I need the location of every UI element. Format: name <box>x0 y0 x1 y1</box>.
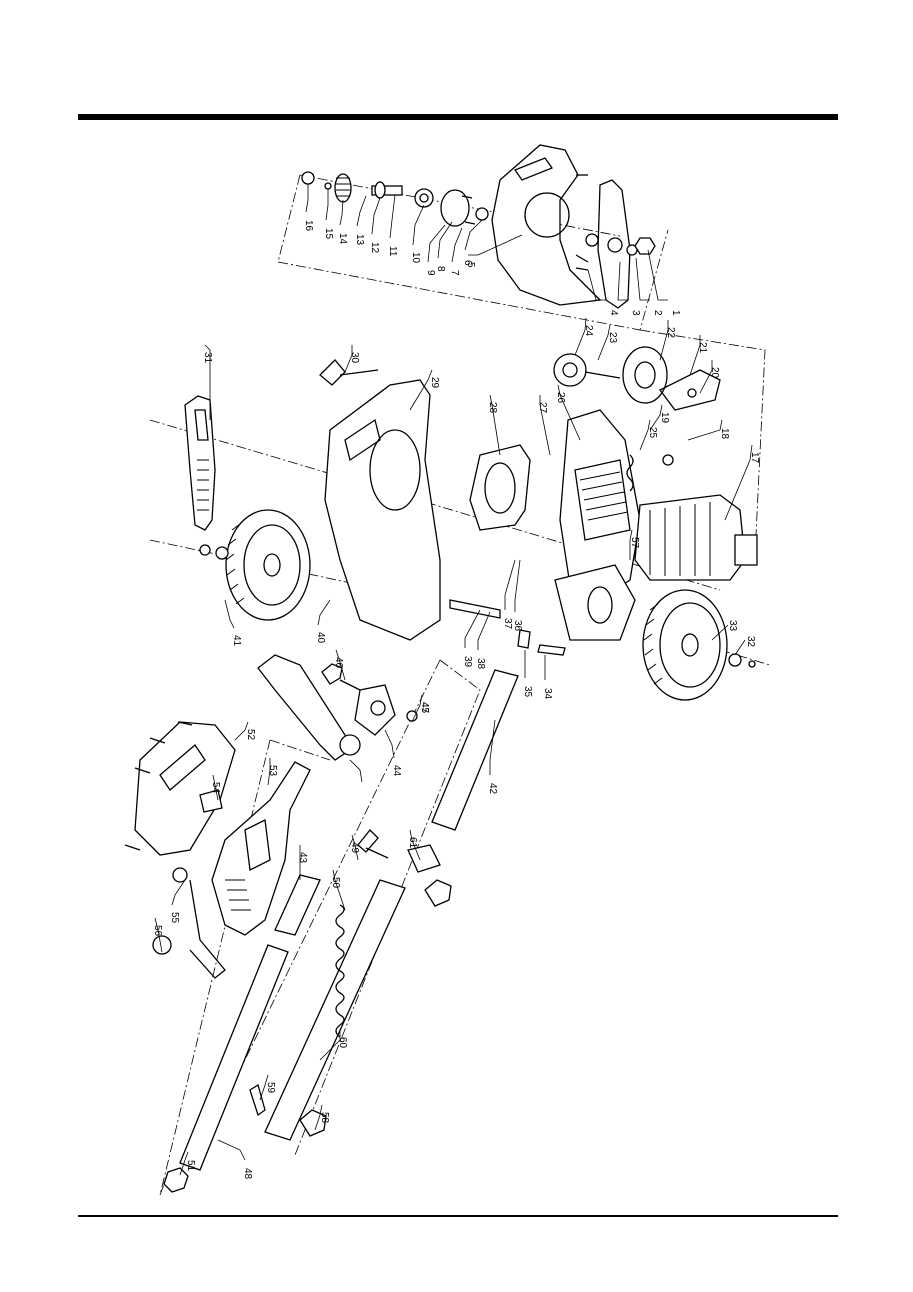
callout-34: 34 <box>542 688 553 700</box>
callout-2: 2 <box>652 310 663 316</box>
callout-4: 4 <box>608 310 619 316</box>
gear-shaft-assembly <box>302 172 488 226</box>
end-cap <box>164 1168 188 1192</box>
adjust-lever <box>185 396 215 530</box>
chassis <box>325 380 440 640</box>
callout-52: 52 <box>245 729 256 741</box>
callout-13: 13 <box>354 234 365 246</box>
callout-14: 14 <box>337 233 348 245</box>
sleeve <box>275 875 320 935</box>
callout-47: 47 <box>419 702 430 714</box>
callout-48: 48 <box>242 1168 253 1180</box>
callout-25: 25 <box>647 427 658 439</box>
callout-60: 60 <box>337 1037 348 1049</box>
callout-41: 41 <box>231 635 242 647</box>
height-adjust-knob <box>554 354 586 386</box>
callout-53: 53 <box>267 765 278 777</box>
callout-49: 49 <box>349 842 360 854</box>
callout-32: 32 <box>745 636 756 648</box>
callout-20: 20 <box>709 367 720 379</box>
callout-16: 16 <box>303 220 314 232</box>
callout-37: 37 <box>502 618 513 630</box>
callout-9: 9 <box>425 270 436 276</box>
callout-44: 44 <box>391 765 402 777</box>
rear-wheel-left <box>200 510 310 620</box>
callout-18: 18 <box>719 428 730 440</box>
callout-50: 50 <box>330 877 341 889</box>
callout-35: 35 <box>522 686 533 698</box>
star-knob-lower <box>425 880 451 906</box>
callout-29: 29 <box>429 377 440 389</box>
callout-10: 10 <box>410 252 421 264</box>
callout-58: 58 <box>319 1112 330 1124</box>
callout-30: 30 <box>349 352 360 364</box>
callout-3: 3 <box>630 310 641 316</box>
callout-38: 38 <box>475 658 486 670</box>
upper-tube-42 <box>432 670 518 830</box>
axle <box>450 600 500 618</box>
callout-11: 11 <box>387 246 398 257</box>
callout-57: 57 <box>629 537 640 549</box>
callout-61: 61 <box>407 837 418 849</box>
callout-21: 21 <box>697 342 708 354</box>
lower-tube <box>180 945 288 1170</box>
callout-56: 56 <box>152 925 163 937</box>
callout-22: 22 <box>665 327 676 339</box>
callout-27: 27 <box>537 402 548 414</box>
callout-59: 59 <box>265 1082 276 1094</box>
callout-7: 7 <box>449 270 460 276</box>
callout-28: 28 <box>487 402 498 414</box>
callout-33: 33 <box>727 620 738 632</box>
callout-40: 40 <box>315 632 326 644</box>
depth-wheel <box>623 347 667 403</box>
callout-17: 17 <box>749 452 760 464</box>
callout-26: 26 <box>555 392 566 404</box>
blade-guard-assembly <box>492 145 655 308</box>
rear-wheel-right <box>643 590 755 700</box>
callout-12: 12 <box>369 242 380 254</box>
motor-housing-assembly <box>554 347 757 600</box>
callout-51: 51 <box>185 1160 196 1172</box>
belt-cover <box>470 445 530 530</box>
callout-31: 31 <box>202 352 213 364</box>
callout-46: 46 <box>333 657 344 669</box>
blade-nut <box>635 238 655 254</box>
motor <box>635 495 745 580</box>
callout-39: 39 <box>462 656 473 668</box>
callout-19: 19 <box>659 412 670 424</box>
callout-42: 42 <box>487 783 498 795</box>
callout-23: 23 <box>607 332 618 344</box>
blade-guard <box>492 145 600 305</box>
callout-1: 1 <box>670 310 681 316</box>
lock-knob <box>320 360 345 385</box>
callout-6: 6 <box>462 260 473 266</box>
callout-54: 54 <box>210 782 221 794</box>
callout-55: 55 <box>169 912 180 924</box>
callout-43: 43 <box>297 852 308 864</box>
gear-housing-flange <box>441 190 469 226</box>
callout-24: 24 <box>583 325 594 337</box>
callout-15: 15 <box>323 228 334 240</box>
